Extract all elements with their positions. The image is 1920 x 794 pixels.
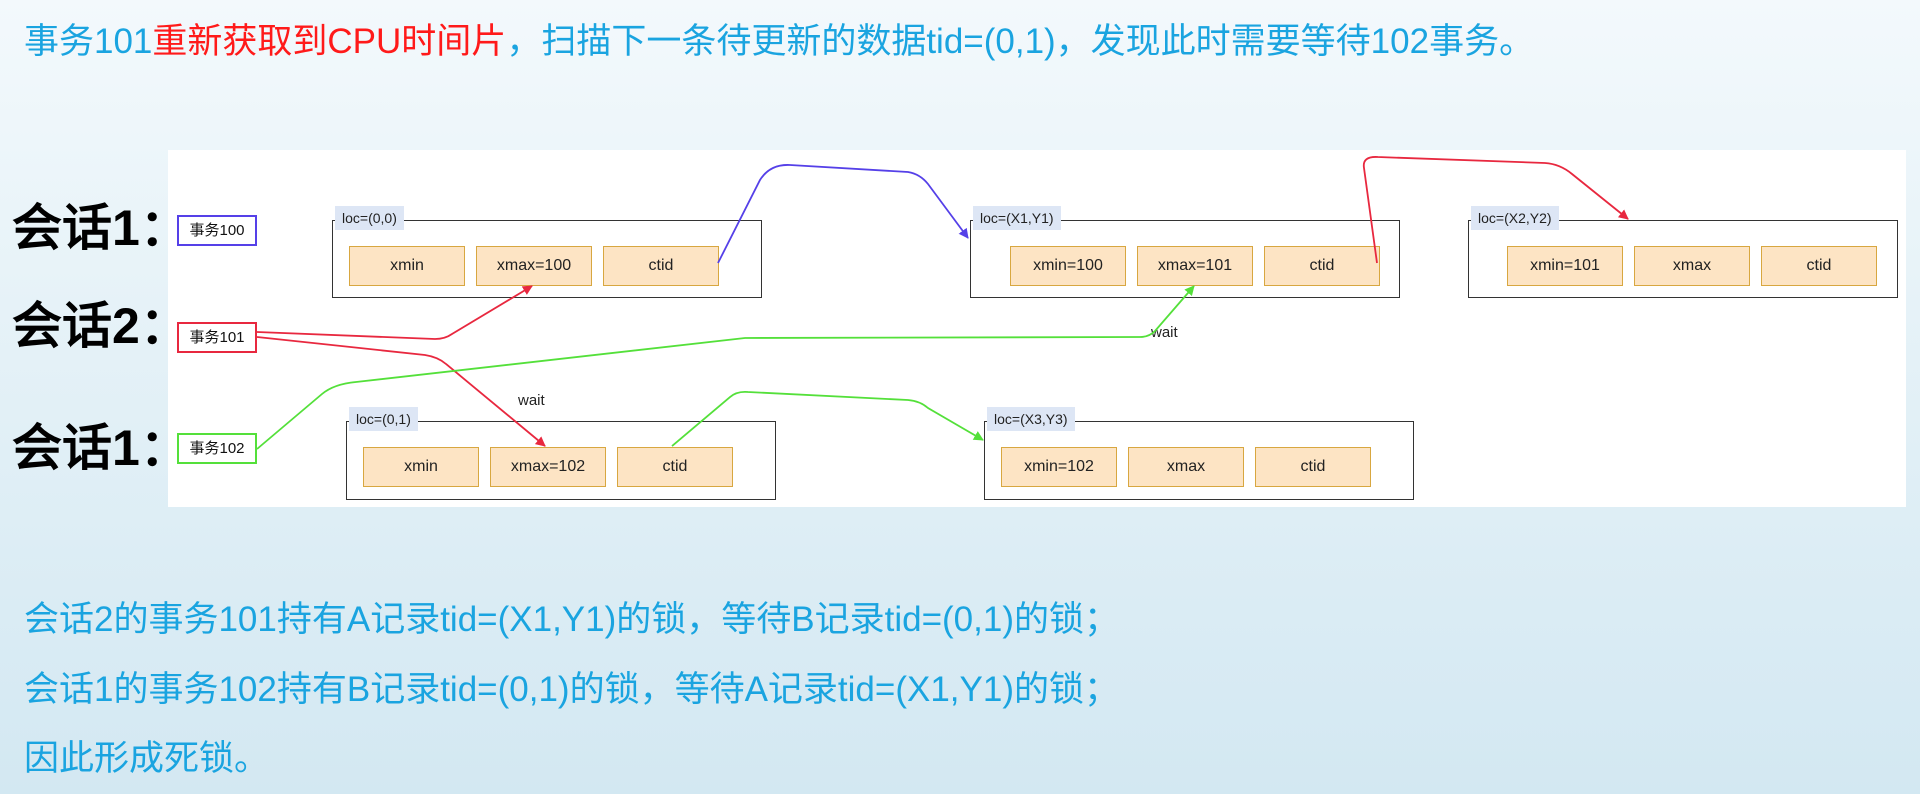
summary-line-2: 会话1的事务102持有B记录tid=(0,1)的锁，等待A记录tid=(X1,Y… <box>24 670 1119 709</box>
cell-xmax: xmax <box>1128 447 1244 487</box>
txn-101-box: 事务101 <box>177 322 257 353</box>
arrow-txn102-to-xmax101 <box>256 285 1195 450</box>
session-label-1-top: 会话1： <box>12 200 190 256</box>
cell-xmin: xmin=102 <box>1001 447 1117 487</box>
arrow-txn101-to-xmax102 <box>256 336 546 447</box>
headline-part-1: 事务101 <box>24 22 153 61</box>
cell-ctid: ctid <box>603 246 719 286</box>
summary-line-3: 因此形成死锁。 <box>24 739 270 778</box>
txn-100-box: 事务100 <box>177 215 257 246</box>
tuple-loc-x2-y2: loc=(X2,Y2) xmin=101 xmax ctid <box>1468 206 1898 298</box>
tuple-loc-x1-y1: loc=(X1,Y1) xmin=100 xmax=101 ctid <box>970 206 1400 298</box>
cell-ctid: ctid <box>617 447 733 487</box>
cell-xmax: xmax=100 <box>476 246 592 286</box>
arrow-ctid-00-to-x1y1 <box>717 164 969 264</box>
arrow-ctid-x1y1-to-x2y2 <box>1362 156 1629 264</box>
cell-ctid: ctid <box>1255 447 1371 487</box>
headline: 事务101重新获取到CPU时间片，扫描下一条待更新的数据tid=(0,1)，发现… <box>24 18 1534 66</box>
tuple-loc-x3-y3: loc=(X3,Y3) xmin=102 xmax ctid <box>984 407 1414 500</box>
session-label-2: 会话2： <box>12 298 190 354</box>
cell-xmin: xmin <box>349 246 465 286</box>
tuple-loc-0-1: loc=(0,1) xmin xmax=102 ctid <box>346 407 776 500</box>
tuple-loc-label: loc=(0,0) <box>335 206 404 230</box>
wait-label-101: wait <box>518 392 545 409</box>
cell-xmin: xmin=100 <box>1010 246 1126 286</box>
tuple-loc-label: loc=(X2,Y2) <box>1471 206 1559 230</box>
cell-xmax: xmax=101 <box>1137 246 1253 286</box>
cell-ctid: ctid <box>1761 246 1877 286</box>
tuple-loc-label: loc=(X3,Y3) <box>987 407 1075 431</box>
txn-102-box: 事务102 <box>177 433 257 464</box>
headline-part-2: 重新获取到CPU时间片 <box>152 22 507 61</box>
tuple-loc-label: loc=(0,1) <box>349 407 418 431</box>
cell-xmin: xmin=101 <box>1507 246 1623 286</box>
cell-xmax: xmax <box>1634 246 1750 286</box>
headline-part-3: ，扫描下一条待更新的数据tid=(0,1)，发现此时需要等待102事务。 <box>506 22 1535 61</box>
cell-xmin: xmin <box>363 447 479 487</box>
tuple-loc-0-0: loc=(0,0) xmin xmax=100 ctid <box>332 206 762 298</box>
cell-ctid: ctid <box>1264 246 1380 286</box>
session-label-1-bottom: 会话1： <box>12 420 190 476</box>
cell-xmax: xmax=102 <box>490 447 606 487</box>
tuple-loc-label: loc=(X1,Y1) <box>973 206 1061 230</box>
summary-line-1: 会话2的事务101持有A记录tid=(X1,Y1)的锁，等待B记录tid=(0,… <box>24 600 1119 639</box>
arrow-ctid-01-to-x3y3 <box>671 390 984 447</box>
arrow-txn101-to-xmax100 <box>256 285 533 340</box>
